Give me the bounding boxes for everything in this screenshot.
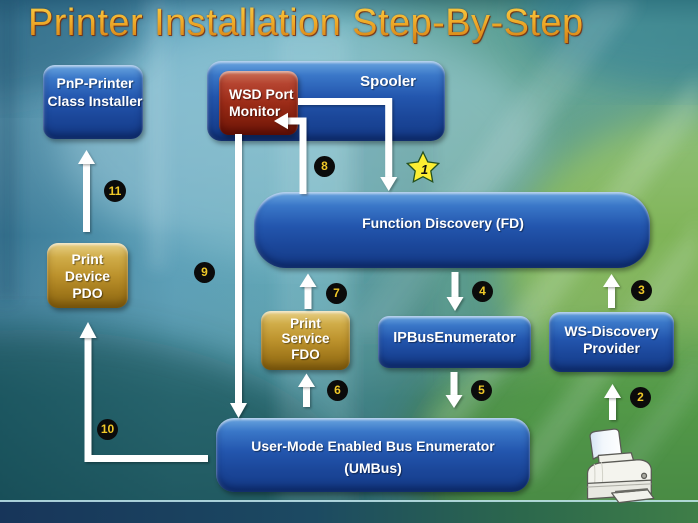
svg-text:1: 1 — [421, 162, 428, 177]
